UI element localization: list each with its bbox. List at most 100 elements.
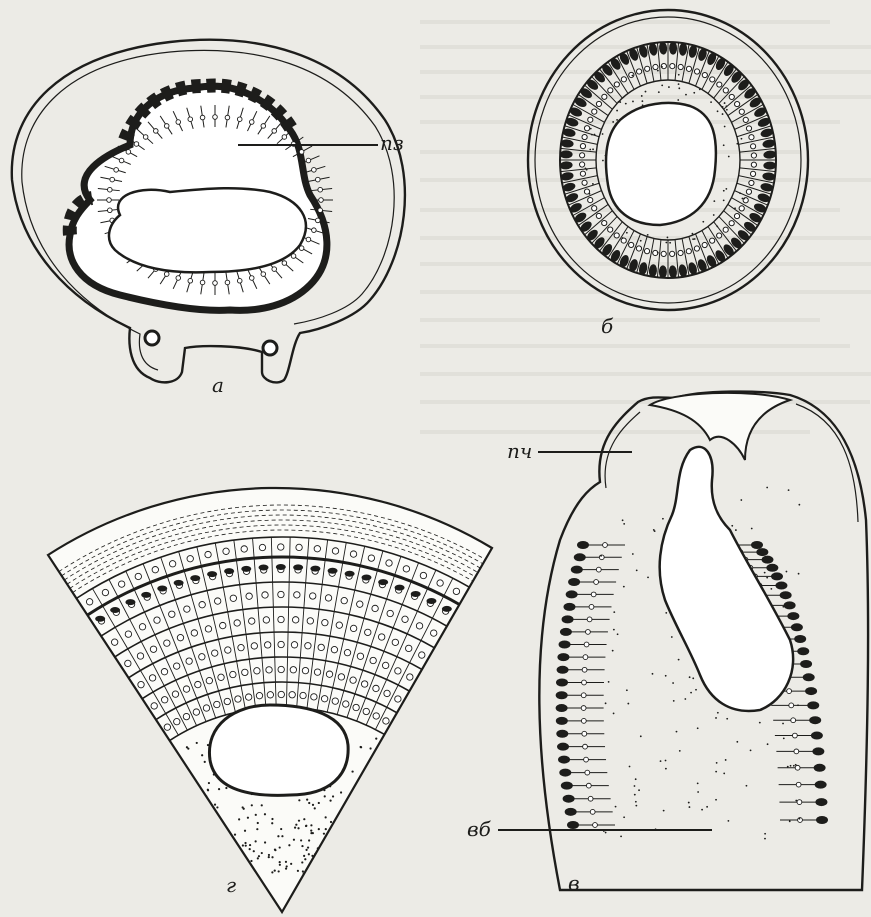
yolk-dot <box>716 225 718 227</box>
nucleus <box>230 671 236 677</box>
nucleus <box>694 69 699 74</box>
pigment-cap <box>807 701 819 709</box>
nucleus <box>796 782 801 787</box>
yolk-dot <box>305 849 307 851</box>
yolk-dot <box>796 624 798 626</box>
nucleus <box>583 655 588 660</box>
pigment-cap <box>559 769 571 777</box>
nucleus <box>296 544 302 550</box>
nucleus <box>183 713 189 719</box>
nucleus <box>238 644 244 650</box>
nucleus <box>588 796 593 801</box>
pigment-cap <box>763 162 776 170</box>
nucleus <box>278 616 284 622</box>
pigment-cap <box>224 568 234 574</box>
nucleus <box>357 653 363 659</box>
nucleus <box>278 544 284 550</box>
pigment-cap <box>815 781 827 789</box>
yolk-dot <box>679 750 681 752</box>
nucleus <box>264 642 270 648</box>
yolk-dot <box>589 193 591 195</box>
nucleus <box>195 681 201 687</box>
pigment-cap <box>814 764 826 772</box>
yolk-dot <box>264 841 266 843</box>
nucleus <box>792 733 797 738</box>
yolk-dot <box>613 629 615 631</box>
yolk-dot <box>717 110 719 112</box>
panel-a-vessel-left <box>145 331 159 345</box>
panel-v-label-pch: пч <box>507 439 532 463</box>
yolk-dot <box>592 183 594 185</box>
yolk-dot <box>728 156 730 158</box>
yolk-dot <box>799 818 801 820</box>
nucleus <box>582 180 587 185</box>
nucleus <box>338 674 344 680</box>
pigment-cap <box>751 541 763 549</box>
yolk-dot <box>216 806 218 808</box>
pigment-cap <box>557 666 569 674</box>
pigment-cap <box>174 580 184 586</box>
yolk-dot <box>277 835 279 837</box>
yolk-dot <box>782 606 784 608</box>
pigment-cap <box>457 615 467 621</box>
nucleus <box>596 213 601 218</box>
nucleus <box>169 561 175 567</box>
nucleus <box>368 555 374 561</box>
yolk-dot <box>699 88 701 90</box>
nucleus <box>111 639 117 645</box>
nucleus <box>150 646 156 652</box>
yolk-dot <box>734 207 736 209</box>
panel-b-letter: б <box>601 314 614 338</box>
nucleus <box>282 261 287 266</box>
nucleus <box>621 238 626 243</box>
yolk-dot <box>207 789 209 791</box>
nucleus <box>316 177 321 182</box>
yolk-dot <box>375 737 377 739</box>
nucleus <box>263 617 269 623</box>
yolk-dot <box>612 121 614 123</box>
nucleus <box>596 567 601 572</box>
nucleus <box>392 639 398 645</box>
nucleus <box>580 153 585 158</box>
nucleus <box>723 88 728 93</box>
yolk-dot <box>323 833 325 835</box>
nucleus <box>125 631 131 637</box>
nucleus <box>419 652 425 658</box>
yolk-dot <box>724 126 726 128</box>
pigment-cap <box>556 717 568 725</box>
nucleus <box>153 129 158 134</box>
yolk-dot <box>626 689 628 691</box>
nucleus <box>584 642 589 647</box>
nucleus <box>580 171 585 176</box>
nucleus <box>262 592 268 598</box>
pigment-cap <box>809 716 821 724</box>
nucleus <box>678 250 683 255</box>
nucleus <box>694 246 699 251</box>
yolk-dot <box>271 871 273 873</box>
nucleus <box>86 599 92 605</box>
nucleus <box>205 626 211 632</box>
nucleus <box>403 566 409 572</box>
nucleus <box>608 227 613 232</box>
yolk-dot <box>724 102 726 104</box>
yolk-dot <box>256 828 258 830</box>
yolk-dot <box>274 869 276 871</box>
nucleus <box>751 162 756 167</box>
panel-a-vessel-right <box>263 341 277 355</box>
nucleus <box>749 180 754 185</box>
pigment-cap <box>558 756 570 764</box>
yolk-dot <box>715 799 717 801</box>
nucleus <box>290 667 296 673</box>
yolk-dot <box>619 101 621 103</box>
nucleus <box>621 77 626 82</box>
nucleus <box>241 546 247 552</box>
nucleus <box>154 617 160 623</box>
nucleus <box>187 556 193 562</box>
yolk-dot <box>279 846 281 848</box>
yolk-dot <box>783 737 785 739</box>
nucleus <box>582 731 587 736</box>
yolk-dot <box>766 577 768 579</box>
pigment-cap <box>556 730 568 738</box>
nucleus <box>291 642 297 648</box>
pigment-cap <box>563 603 575 611</box>
